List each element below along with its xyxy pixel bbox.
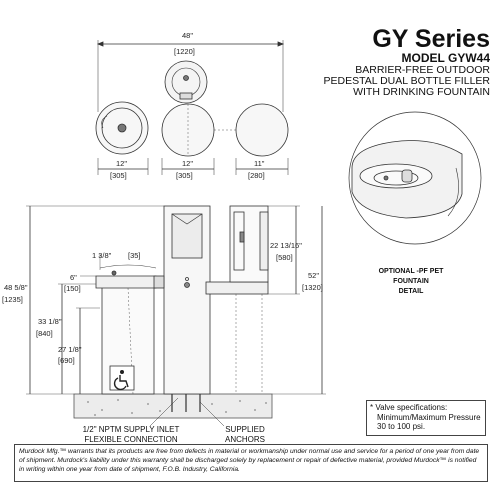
plan-dim3-inch: 11" bbox=[254, 159, 265, 168]
warranty-box: Murdock Mfg.™ warrants that its products… bbox=[14, 444, 488, 482]
valve-spec-line: * Valve specifications: bbox=[370, 403, 448, 412]
height-33-mm: [840] bbox=[36, 329, 53, 338]
valve-spec-line: 30 to 100 psi. bbox=[377, 422, 426, 432]
accessibility-sign bbox=[109, 365, 135, 391]
plan-right-filler bbox=[235, 103, 289, 157]
description-line: WITH DRINKING FOUNTAIN bbox=[353, 86, 490, 98]
height-48-mm: [1235] bbox=[2, 295, 23, 304]
front-elevation bbox=[26, 205, 326, 427]
spout-dim-inch: 1 3/8" bbox=[92, 251, 112, 260]
spout-dim-mm: [35] bbox=[128, 251, 141, 260]
option-label: DETAIL bbox=[398, 288, 424, 295]
plan-fountain-bowl bbox=[164, 60, 208, 104]
height-22-mm: [580] bbox=[276, 253, 293, 262]
warranty-text: Murdock Mfg.™ warrants that its products… bbox=[19, 448, 480, 473]
plan-dim3-mm: [280] bbox=[248, 171, 265, 180]
height-52-mm: [1320] bbox=[302, 283, 323, 292]
plan-dim1-mm: [305] bbox=[110, 171, 127, 180]
height-52-inch: 52" bbox=[308, 271, 320, 280]
ground-slab bbox=[73, 393, 273, 419]
description-line: BARRIER-FREE OUTDOOR bbox=[355, 64, 490, 76]
series-title: GY Series bbox=[372, 25, 490, 53]
valve-spec-box: * Valve specifications: Minimum/Maximum … bbox=[366, 400, 486, 436]
height-22-inch: 22 13/16" bbox=[270, 241, 302, 250]
option-label: OPTIONAL -PF PET bbox=[378, 268, 444, 275]
six-dim-inch: 6" bbox=[70, 273, 77, 282]
six-dim-mm: [150] bbox=[64, 284, 81, 293]
supply-inlet-label: 1/2" NPTM SUPPLY INLET bbox=[82, 425, 180, 434]
height-48-inch: 48 5/8" bbox=[4, 283, 28, 292]
option-label: FOUNTAIN bbox=[393, 278, 429, 285]
plan-width-inch: 48" bbox=[182, 31, 194, 40]
height-27-mm: [690] bbox=[58, 356, 75, 365]
description-line: PEDESTAL DUAL BOTTLE FILLER bbox=[323, 75, 491, 87]
height-33-inch: 33 1/8" bbox=[38, 317, 62, 326]
valve-spec-line: Minimum/Maximum Pressure bbox=[377, 412, 481, 422]
plan-view bbox=[95, 40, 289, 175]
supply-inlet-label: FLEXIBLE CONNECTION bbox=[84, 435, 178, 444]
plan-dim1-inch: 12" bbox=[116, 159, 128, 168]
pf-detail bbox=[348, 111, 482, 245]
model-number: MODEL GYW44 bbox=[401, 51, 490, 65]
height-27-inch: 27 1/8" bbox=[58, 345, 82, 354]
anchors-label: SUPPLIED bbox=[225, 425, 265, 434]
plan-dim2-mm: [305] bbox=[176, 171, 193, 180]
plan-dim2-inch: 12" bbox=[182, 159, 194, 168]
anchors-label: ANCHORS bbox=[224, 435, 265, 444]
plan-width-mm: [1220] bbox=[174, 47, 195, 56]
